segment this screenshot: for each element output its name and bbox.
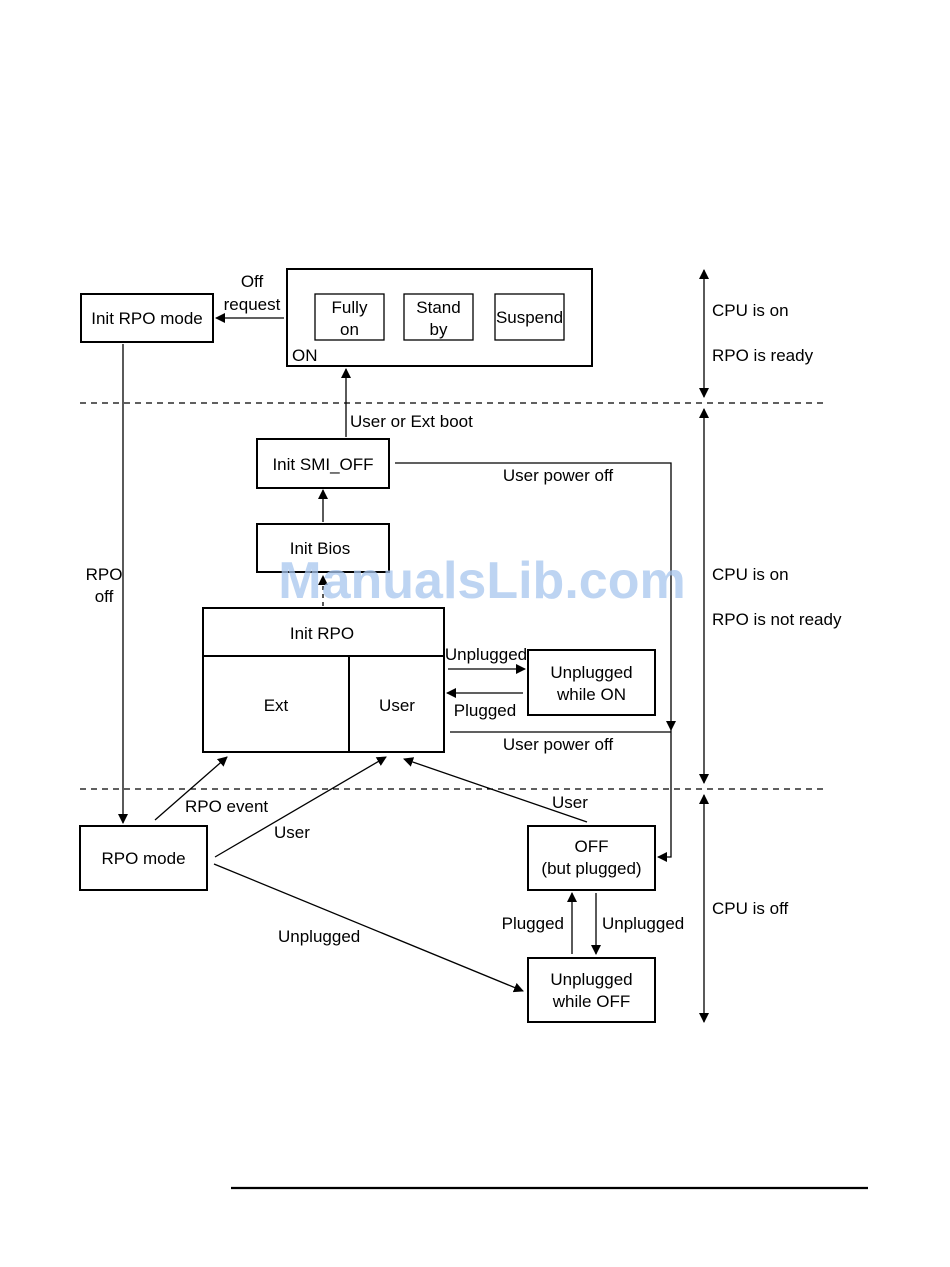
transition-rpo-event-label: RPO event — [185, 797, 268, 816]
state-suspend — [494, 293, 565, 341]
transition-unplugged-on-label: Unplugged — [445, 645, 527, 664]
watermark: ManualsLib.com — [278, 552, 685, 610]
state-init-rpo-mode-label: Init RPO mode — [91, 309, 203, 328]
state-off-line2: (but plugged) — [541, 859, 641, 878]
transition-user-or-ext-boot-label: User or Ext boot — [350, 412, 473, 431]
state-ext-label: Ext — [264, 696, 289, 715]
transition-user-from-rpo-label: User — [274, 823, 310, 842]
transition-user-from-off-arrow — [403, 757, 588, 823]
state-stand-by-line2: by — [430, 320, 448, 339]
state-unplugged-while-on-line2: while ON — [556, 685, 626, 704]
transition-user-from-off-label: User — [552, 793, 588, 812]
transition-user-power-off-top-arrow — [395, 462, 676, 731]
transition-rpo-event-arrow — [154, 756, 228, 821]
state-fully-on — [314, 293, 385, 341]
state-stand-by-line1: Stand — [416, 298, 460, 317]
state-off-but-plugged — [527, 825, 656, 891]
state-user-label: User — [379, 696, 415, 715]
transition-plugged-on-label: Plugged — [454, 701, 516, 720]
transition-unplugged-off-label: Unplugged — [602, 914, 684, 933]
state-on-label: ON — [292, 346, 318, 365]
transition-unplugged-from-rpo-label: Unplugged — [278, 927, 360, 946]
transition-user-from-rpo-arrow — [214, 756, 387, 858]
zone-label-cpu-on-1: CPU is on — [712, 301, 789, 320]
transition-plugged-off-label: Plugged — [502, 914, 564, 933]
state-stand-by — [403, 293, 474, 341]
state-unplugged-while-on — [527, 649, 656, 716]
state-unplugged-while-off — [527, 957, 656, 1023]
state-rpo-mode-label: RPO mode — [101, 849, 185, 868]
transition-off-request-line2: request — [224, 295, 281, 314]
zone-label-cpu-on-2: CPU is on — [712, 565, 789, 584]
transition-rpo-off-line2: off — [95, 587, 114, 606]
transition-user-power-off-bottom-label: User power off — [503, 735, 614, 754]
state-init-rpo-label: Init RPO — [290, 624, 354, 643]
state-init-bios-label: Init Bios — [290, 539, 350, 558]
transition-rpo-off-line1: RPO — [86, 565, 123, 584]
state-unplugged-while-off-line2: while OFF — [552, 992, 630, 1011]
state-suspend-label: Suspend — [496, 308, 563, 327]
state-off-line1: OFF — [575, 837, 609, 856]
zone-label-rpo-ready: RPO is ready — [712, 346, 814, 365]
state-init-smi-off-label: Init SMI_OFF — [272, 455, 373, 474]
state-unplugged-while-on-line1: Unplugged — [550, 663, 632, 682]
transition-unplugged-from-rpo-arrow — [213, 863, 524, 993]
state-fully-on-line1: Fully — [332, 298, 368, 317]
state-unplugged-while-off-line1: Unplugged — [550, 970, 632, 989]
transition-user-power-off-to-off-arrow — [657, 730, 672, 862]
state-fully-on-line2: on — [340, 320, 359, 339]
zone-label-rpo-not-ready: RPO is not ready — [712, 610, 842, 629]
transition-off-request-line1: Off — [241, 272, 264, 291]
state-init-rpo-mode — [80, 293, 214, 343]
state-init-rpo — [202, 607, 445, 753]
transition-user-power-off-top-label: User power off — [503, 466, 614, 485]
state-init-smi-off — [256, 438, 390, 489]
state-init-bios — [256, 523, 390, 573]
state-rpo-mode — [79, 825, 208, 891]
zone-label-cpu-off: CPU is off — [712, 899, 788, 918]
